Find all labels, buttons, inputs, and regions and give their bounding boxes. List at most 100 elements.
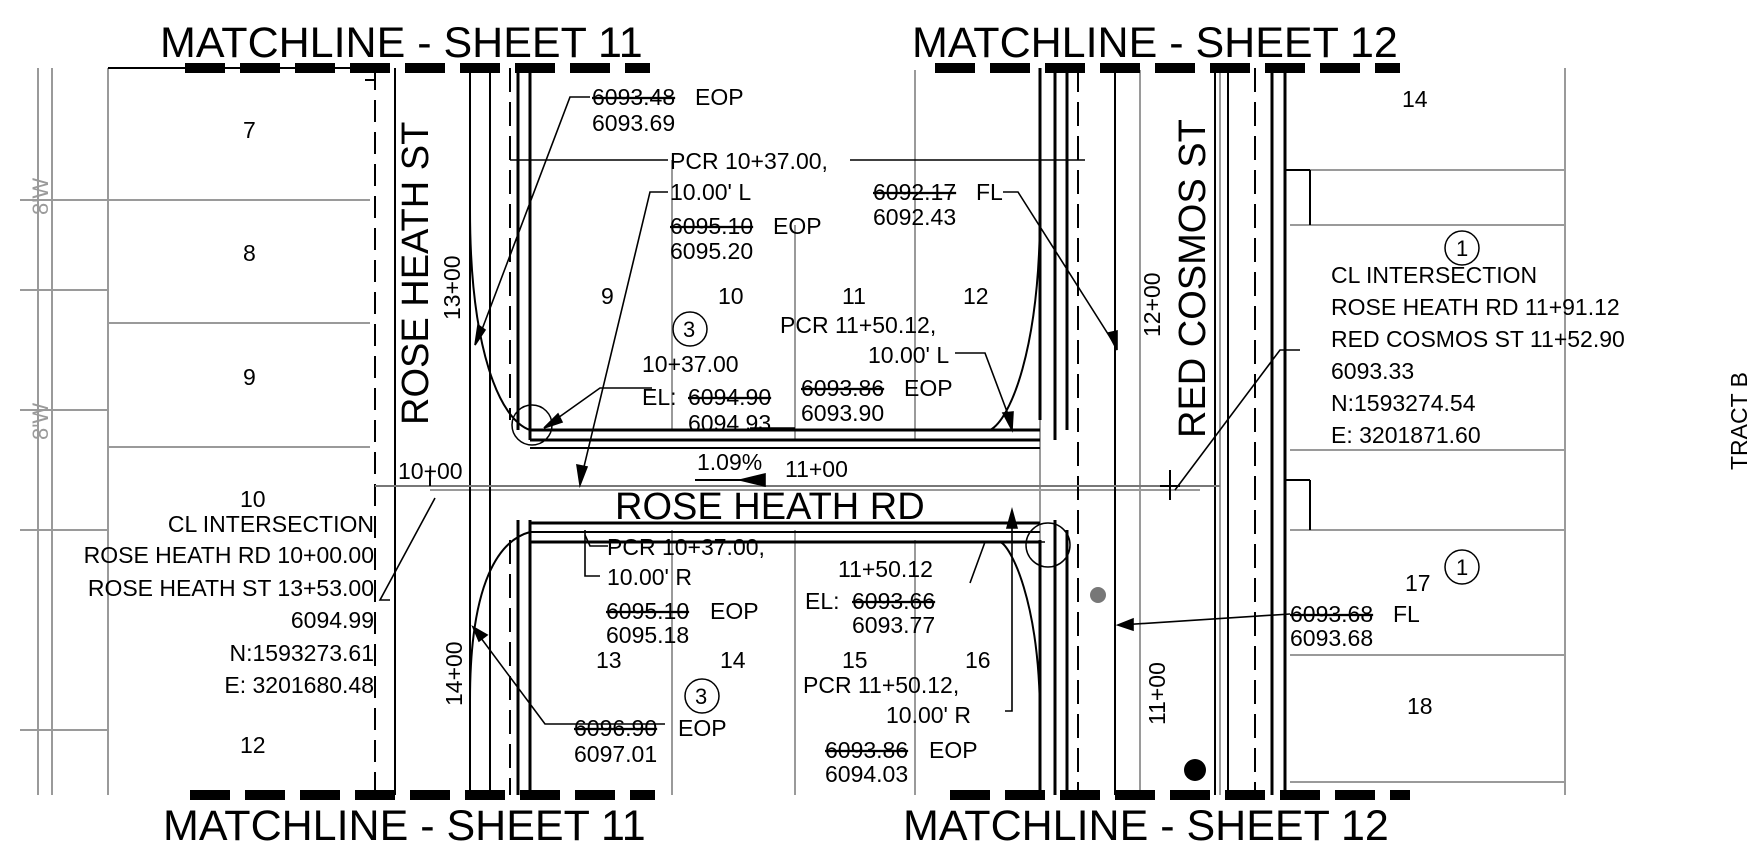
lot-center-12: 12 — [963, 283, 989, 309]
station-13-00: 13+00 — [439, 255, 465, 320]
street-rose-heath-st: ROSE HEATH ST — [395, 122, 437, 425]
matchline-top-left: MATCHLINE - SHEET 11 — [160, 19, 643, 67]
svg-text:10.00' R: 10.00' R — [607, 564, 692, 590]
callout-pcr-sw: PCR 10+37.00, 10.00' R — [607, 534, 765, 590]
svg-text:6093.86: 6093.86 — [825, 737, 908, 763]
matchline-top-right: MATCHLINE - SHEET 12 — [912, 19, 1398, 67]
callout-eop-sw: 6096.90 EOP 6097.01 — [574, 715, 727, 767]
manhole-symbol — [1184, 759, 1206, 781]
street-rose-heath-rd: ROSE HEATH RD — [615, 486, 925, 528]
lot-center-11: 11 — [842, 283, 866, 309]
street-red-cosmos-st: RED COSMOS ST — [1172, 119, 1214, 438]
dim-8w-bottom: 8'W — [28, 403, 53, 440]
svg-text:6095.10: 6095.10 — [670, 213, 753, 239]
callout-pcr-nw: PCR 10+37.00, 10.00' L — [670, 148, 828, 205]
callout-eop-nw: 6093.48 EOP 6093.69 — [592, 84, 744, 136]
svg-text:6094.90: 6094.90 — [688, 384, 771, 410]
lot-8: 8 — [243, 240, 256, 266]
lot-7: 7 — [243, 117, 256, 143]
callout-el-nw: 10+37.00 EL: 6094.90 6094.93 — [642, 351, 771, 436]
svg-text:6093.48: 6093.48 — [592, 84, 675, 110]
svg-text:EOP: EOP — [929, 737, 978, 763]
lot-10: 10 — [240, 486, 266, 512]
svg-text:ROSE HEATH RD 11+91.12: ROSE HEATH RD 11+91.12 — [1331, 294, 1620, 320]
svg-text:6094.99: 6094.99 — [291, 607, 374, 633]
svg-text:PCR 11+50.12,: PCR 11+50.12, — [803, 672, 959, 698]
lot-center-16: 16 — [965, 647, 991, 673]
station-12-00: 12+00 — [1139, 272, 1165, 337]
svg-text:6095.20: 6095.20 — [670, 238, 753, 264]
svg-text:6097.01: 6097.01 — [574, 741, 657, 767]
svg-text:EOP: EOP — [773, 213, 822, 239]
lot-center-10: 10 — [718, 283, 744, 309]
lot-center-14: 14 — [720, 647, 746, 673]
svg-text:FL: FL — [976, 179, 1003, 205]
svg-text:EOP: EOP — [695, 84, 744, 110]
lot-center-9: 9 — [601, 283, 614, 309]
svg-text:E: 3201871.60: E: 3201871.60 — [1331, 422, 1481, 448]
lot-center-15: 15 — [842, 647, 868, 673]
callout-pcr-se: PCR 11+50.12, 10.00' R — [803, 672, 971, 728]
svg-text:RED COSMOS ST 11+52.90: RED COSMOS ST 11+52.90 — [1331, 326, 1625, 352]
lot-right-14: 14 — [1402, 86, 1428, 112]
detail-circle-1-top: 1 — [1456, 236, 1468, 261]
svg-text:6093.68: 6093.68 — [1290, 601, 1373, 627]
station-14-00: 14+00 — [441, 641, 467, 706]
dim-8w-top: 8'W — [28, 178, 53, 215]
intersection-left: CL INTERSECTION ROSE HEATH RD 10+00.00 R… — [84, 511, 374, 698]
svg-text:EL:: EL: — [642, 384, 677, 410]
svg-text:10.00' L: 10.00' L — [670, 179, 751, 205]
svg-text:6094.93: 6094.93 — [688, 410, 771, 436]
svg-text:6095.10: 6095.10 — [606, 598, 689, 624]
lot-right-18: 18 — [1407, 693, 1433, 719]
svg-text:6096.90: 6096.90 — [574, 715, 657, 741]
station-11-00-road: 11+00 — [785, 456, 848, 482]
lot-right-17: 17 — [1405, 570, 1431, 596]
callout-fl-se: 6093.68 FL 6093.68 — [1290, 601, 1420, 651]
svg-text:E: 3201680.48: E: 3201680.48 — [224, 672, 374, 698]
station-10-00: 10+00 — [398, 458, 463, 484]
svg-text:PCR 10+37.00,: PCR 10+37.00, — [670, 148, 828, 174]
svg-text:6092.17: 6092.17 — [873, 179, 956, 205]
svg-text:PCR 11+50.12,: PCR 11+50.12, — [780, 312, 936, 338]
detail-circle-1-bottom: 1 — [1456, 555, 1468, 580]
svg-text:6092.43: 6092.43 — [873, 204, 956, 230]
svg-text:EL:: EL: — [805, 588, 840, 614]
svg-text:N:1593274.54: N:1593274.54 — [1331, 390, 1476, 416]
tract-label: TRACT B — [1726, 372, 1749, 470]
station-circles — [511, 230, 1480, 714]
svg-text:EOP: EOP — [710, 598, 759, 624]
background-linework — [20, 68, 1566, 795]
lot-9: 9 — [243, 364, 256, 390]
svg-text:6093.68: 6093.68 — [1290, 625, 1373, 651]
leader-lines — [378, 96, 1300, 725]
detail-circle-3-top: 3 — [683, 317, 695, 342]
callout-eop-s1: 6095.10 EOP 6095.18 — [606, 598, 759, 648]
station-11-00-cosmos: 11+00 — [1144, 662, 1170, 725]
detail-circle-3-bottom: 3 — [695, 684, 707, 709]
svg-text:6093.90: 6093.90 — [801, 400, 884, 426]
svg-text:ROSE HEATH RD 10+00.00: ROSE HEATH RD 10+00.00 — [84, 542, 374, 568]
svg-text:10.00' L: 10.00' L — [868, 342, 949, 368]
callout-eop-n2: 6093.86 EOP 6093.90 — [801, 375, 953, 426]
svg-text:6093.66: 6093.66 — [852, 588, 935, 614]
lot-center-13: 13 — [596, 647, 622, 673]
svg-text:EOP: EOP — [904, 375, 953, 401]
callout-fl-ne: 6092.17 FL 6092.43 — [873, 179, 1003, 230]
lot-12: 12 — [240, 732, 266, 758]
grade-label: 1.09% — [697, 449, 762, 475]
callout-eop-n1: 6095.10 EOP 6095.20 — [670, 213, 822, 264]
svg-text:10.00' R: 10.00' R — [886, 702, 971, 728]
svg-text:N:1593273.61: N:1593273.61 — [229, 640, 374, 666]
svg-text:EOP: EOP — [678, 715, 727, 741]
svg-text:11+50.12: 11+50.12 — [838, 556, 933, 582]
callout-el-se: 11+50.12 EL: 6093.66 6093.77 — [805, 556, 935, 638]
svg-text:10+37.00: 10+37.00 — [642, 351, 739, 377]
road-linework — [108, 67, 1311, 795]
matchline-bottom-right: MATCHLINE - SHEET 12 — [903, 802, 1389, 850]
svg-text:6093.77: 6093.77 — [852, 612, 935, 638]
matchline-bottom-left: MATCHLINE - SHEET 11 — [163, 802, 646, 850]
svg-text:CL INTERSECTION: CL INTERSECTION — [168, 511, 374, 537]
svg-text:FL: FL — [1393, 601, 1420, 627]
